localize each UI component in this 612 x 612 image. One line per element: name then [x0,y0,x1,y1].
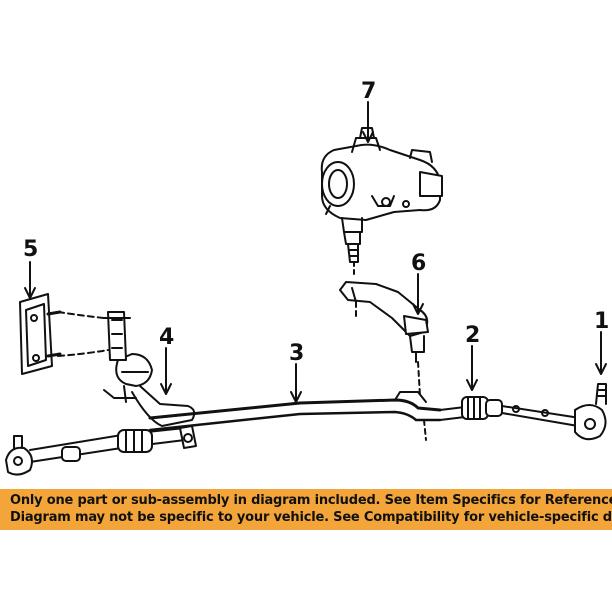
disclaimer-banner: Only one part or sub-assembly in diagram… [0,489,612,530]
pitman-arm-part-6 [339,281,429,441]
right-tie-rod-part-2 [439,396,581,427]
right-outer-tie-rod-end-part-1 [574,383,607,441]
callout-2: 2 [465,323,480,348]
callout-leaders [24,101,607,403]
mounting-plate-part-5 [19,293,109,375]
idler-arm-part-4 [103,353,196,427]
callout-3: 3 [289,341,304,366]
left-tie-rod-assembly [5,425,197,476]
callout-4: 4 [159,325,174,350]
disclaimer-line-2: Diagram may not be specific to your vehi… [10,510,612,525]
disclaimer-line-1: Only one part or sub-assembly in diagram… [10,493,612,508]
callout-1: 1 [594,309,609,334]
steering-gear-part-7 [320,127,443,277]
callout-5: 5 [23,237,38,262]
callout-7: 7 [361,79,376,104]
idler-bracket [103,311,131,361]
center-link-part-3 [148,391,442,432]
callout-6: 6 [411,251,426,276]
